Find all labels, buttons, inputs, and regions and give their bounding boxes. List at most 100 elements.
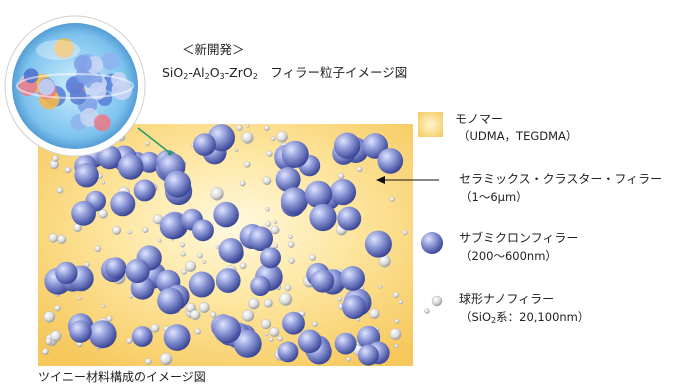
nano-particle xyxy=(389,328,402,340)
submicron-particle xyxy=(213,201,239,228)
submicron-particle xyxy=(159,213,186,240)
submicron-particle xyxy=(55,261,78,285)
nano-particle xyxy=(185,260,197,272)
filler-particle-caption: SiO2-Al2O3-ZrO2 フィラー粒子イメージ図 xyxy=(162,65,408,82)
submicron-particle xyxy=(215,268,241,293)
submicron-particle xyxy=(193,133,216,157)
nano-particle xyxy=(264,332,269,337)
submicron-particle xyxy=(304,180,333,209)
submicron-particle xyxy=(340,266,365,291)
submicron-particle xyxy=(110,191,136,217)
nano-particle xyxy=(197,252,203,259)
nano-particle xyxy=(270,136,276,142)
submicron-filler-layer xyxy=(44,124,404,366)
nano-particle xyxy=(309,254,317,261)
spherical-nano-detail: （SiO2系：20,100nm） xyxy=(460,310,590,325)
nano-particle xyxy=(50,330,62,342)
nano-particle xyxy=(157,238,162,243)
spherical-nano-label: 球形ナノフィラー xyxy=(459,292,555,306)
nano-particle xyxy=(288,234,293,240)
submicron-particle xyxy=(164,170,192,198)
submicron-particle xyxy=(364,230,392,258)
nano-particle xyxy=(241,131,254,144)
submicron-particle xyxy=(188,271,215,298)
nano-particle xyxy=(279,292,293,306)
submicron-particle xyxy=(282,311,305,335)
cluster-primary-particle xyxy=(69,87,87,105)
nano-particle xyxy=(234,147,239,152)
cluster-pointer-arrow xyxy=(376,176,385,184)
nano-particle xyxy=(43,311,56,323)
nano-particle xyxy=(45,338,53,345)
nano-particle xyxy=(198,302,210,313)
nano-particle xyxy=(268,337,274,342)
nano-particle xyxy=(248,298,260,310)
submicron-particle xyxy=(337,206,362,231)
nano-particle xyxy=(179,242,186,248)
nano-particle xyxy=(128,294,134,299)
nano-particle xyxy=(64,166,72,174)
submicron-particle xyxy=(281,140,309,168)
nano-particle xyxy=(150,323,160,333)
submicron-particle xyxy=(133,179,156,202)
nano-particle xyxy=(284,284,292,292)
submicron-swatch-icon xyxy=(421,232,443,254)
nano-particle xyxy=(239,180,246,187)
submicron-particle xyxy=(104,257,127,279)
nano-particle xyxy=(273,243,279,249)
monomer-detail: （UDMA，TEGDMA） xyxy=(458,129,578,143)
connector-line xyxy=(137,127,171,154)
cluster-sphere-illustration xyxy=(4,15,146,157)
submicron-particle xyxy=(250,275,271,296)
nano-particle xyxy=(394,343,399,348)
nano-particle xyxy=(356,166,363,173)
nano-particle xyxy=(127,230,132,235)
submicron-particle xyxy=(88,320,117,349)
submicron-detail: （200～600nm） xyxy=(460,249,557,263)
submicron-particle xyxy=(329,179,357,206)
nano-particle xyxy=(181,268,188,275)
composition-caption: ツイニー材料構成のイメージ図 xyxy=(38,370,206,384)
nano-particle xyxy=(159,352,173,366)
nano-particle xyxy=(369,308,380,319)
nano-particle xyxy=(393,291,400,299)
submicron-particle xyxy=(260,247,281,269)
nano-particle xyxy=(288,257,295,264)
nano-particle xyxy=(260,318,272,330)
nano-particle xyxy=(265,221,272,227)
cluster-primary-particle xyxy=(111,71,127,88)
cluster-primary-particle xyxy=(73,54,92,73)
submicron-particle xyxy=(248,226,273,251)
nano-particle xyxy=(389,196,395,202)
monomer-label: モノマー xyxy=(455,112,504,126)
nano-particle xyxy=(77,296,82,301)
nano-particle xyxy=(54,304,61,312)
nano-particle xyxy=(246,124,250,128)
submicron-particle xyxy=(117,154,144,180)
submicron-particle xyxy=(280,187,308,215)
cluster-primary-particle xyxy=(54,38,74,59)
nano-particle xyxy=(337,172,345,180)
ceramic-cluster-detail: （1～6μm） xyxy=(460,190,528,204)
nano-particle xyxy=(266,150,273,157)
nano-swatch-icon-large xyxy=(431,295,443,307)
connector-dot xyxy=(167,150,173,156)
nano-particle xyxy=(337,296,343,302)
submicron-particle xyxy=(309,203,337,232)
nano-particle xyxy=(242,309,255,322)
nano-particle xyxy=(394,318,400,324)
nano-particle xyxy=(263,125,270,131)
nano-particle xyxy=(126,337,133,344)
nano-particle xyxy=(142,227,149,233)
nano-particle xyxy=(101,180,106,185)
cluster-primary-particle xyxy=(101,52,120,70)
nano-swatch-icon-small xyxy=(424,308,430,314)
nano-particle xyxy=(102,304,106,308)
submicron-particle xyxy=(342,295,366,319)
submicron-particle xyxy=(125,258,150,284)
monomer-swatch-icon xyxy=(418,112,443,137)
nano-particle xyxy=(215,245,220,249)
nano-particle xyxy=(48,233,59,243)
nano-particle xyxy=(398,299,404,305)
nano-particle xyxy=(273,220,278,224)
